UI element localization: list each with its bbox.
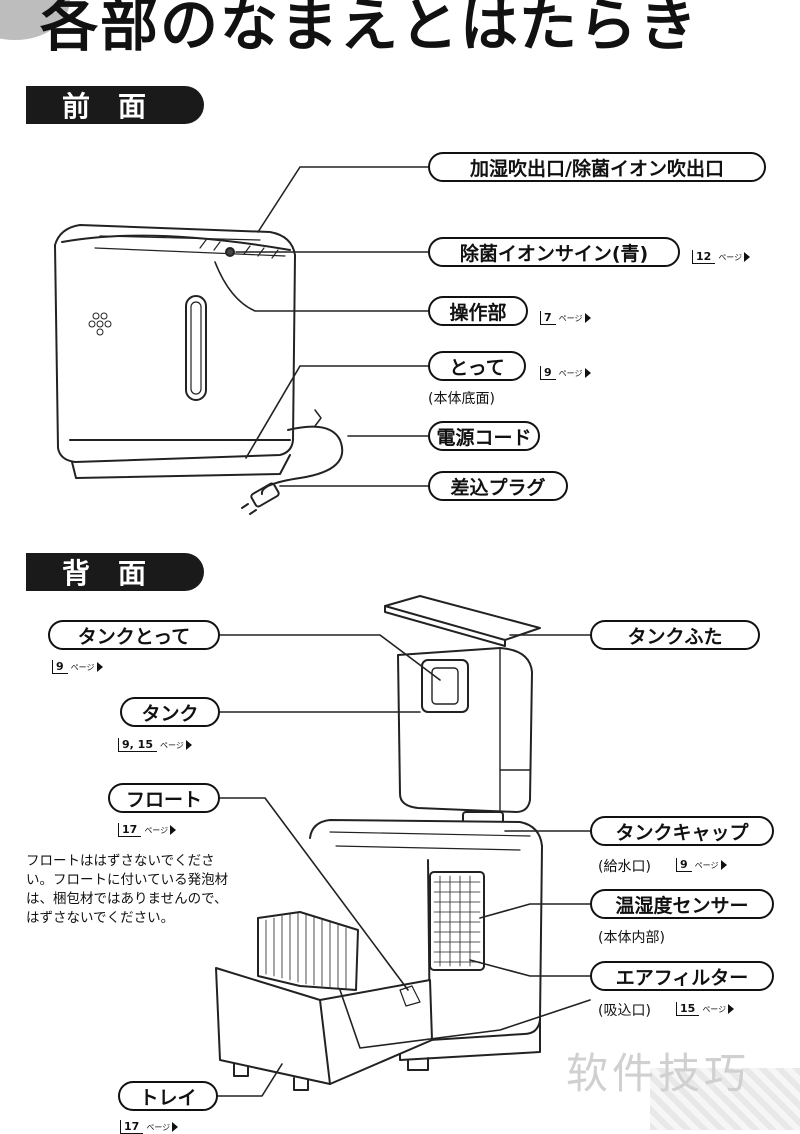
label-sensor: 温湿度センサー [590,889,774,919]
back-section-header: 背面 [26,553,204,591]
arrow-icon [728,1004,735,1014]
arrow-icon [170,825,177,835]
watermark-blur [650,1068,800,1130]
watermark-text: 软件技巧 [566,1049,751,1098]
float-note: フロートははずさないでください。フロートに付いている発泡材は、梱包材ではありませ… [26,853,229,926]
tank-lid-drawing [384,595,541,647]
tank-cap-sub: (給水口) [598,859,651,875]
front-unit-drawing [54,224,344,515]
brand-logo [88,312,112,336]
arrow-icon [720,860,727,870]
handle-sub: (本体底面) [428,391,495,407]
arrow-icon [172,1122,179,1132]
label-tank-cap: タンクキャップ [590,816,774,846]
label-tray: トレイ [118,1081,218,1111]
arrow-icon [185,740,192,750]
back-unit-drawing [215,819,543,1091]
label-tank-lid: タンクふた [590,620,760,650]
label-handle: とって [428,351,526,381]
label-controls: 操作部 [428,296,528,326]
arrow-icon [584,313,591,323]
arrow-icon [96,662,103,672]
arrow-icon [584,368,591,378]
label-tank-handle: タンクとって [48,620,220,650]
arrow-icon [744,252,751,262]
page-title: 各部のなまえとはたらき [40,0,699,59]
front-section-header: 前面 [26,86,204,124]
air-filter-sub: (吸込口) [598,1003,651,1019]
label-tank: タンク [120,697,220,727]
label-air-filter: エアフィルター [590,961,774,991]
sensor-sub: (本体内部) [598,930,665,946]
label-float: フロート [108,783,220,813]
label-cord: 電源コード [428,421,540,451]
label-ion-sign: 除菌イオンサイン(青) [428,237,680,267]
label-outlet: 加湿吹出口/除菌イオン吹出口 [428,152,766,182]
tank-drawing [397,647,533,829]
label-plug: 差込プラグ [428,471,568,501]
